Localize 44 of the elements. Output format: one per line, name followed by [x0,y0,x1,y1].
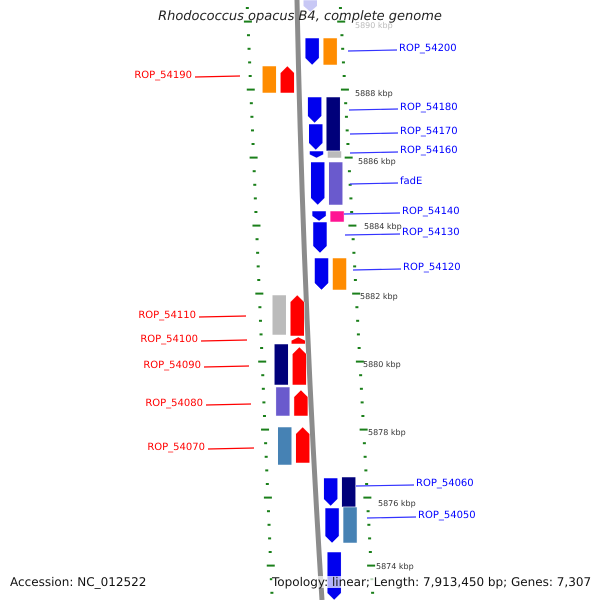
scale-tick-label: 5890 kbp [355,21,393,30]
leader-line [352,268,402,271]
gene-label: ROP_54090 [143,360,201,372]
leader-line [208,447,254,450]
scale-tick-label: 5878 kbp [368,428,406,437]
leader-line [350,132,398,135]
gene-label: ROP_54160 [400,145,458,157]
leader-line [206,403,252,406]
leader-line [348,49,398,52]
scale-tick-label: 5876 kbp [378,499,416,508]
leader-line [200,339,248,342]
leader-line [348,108,398,111]
scale-tick-label: 5884 kbp [364,222,402,231]
gene-label: ROP_54100 [140,334,198,346]
leader-line [194,75,240,78]
scale-tick-label: 5880 kbp [363,360,401,369]
leader-line [350,151,398,154]
gene-label: ROP_54060 [416,478,474,490]
gene-label: ROP_54170 [400,126,458,138]
gene-label: ROP_54080 [145,398,203,410]
gene-label: ROP_54070 [147,442,205,454]
footer-text: Topology: linear; Length: 7,913,450 bp; Genes: 7,307 [272,576,592,588]
scale-tick-label: 5874 kbp [376,562,414,571]
leader-line [350,182,398,185]
map-title: Rhodococcus opacus B4, complete genome [157,11,443,23]
gene-label: ROP_54200 [399,43,457,55]
scale-tick-label: 5886 kbp [358,157,396,166]
gene-label: ROP_54180 [400,102,458,114]
footer-text: Accession: NC_012522 [10,576,146,588]
leader-line [344,212,400,215]
scale-tick-label: 5888 kbp [355,89,393,98]
gene-label: ROP_54050 [418,510,476,522]
gene-label: ROP_54130 [402,227,460,239]
gene-label: ROP_54190 [134,70,192,82]
scale-tick-label: 5882 kbp [360,292,398,301]
gene-label: ROP_54140 [402,206,460,218]
leader-line [204,365,250,368]
gene-label: fadE [400,176,422,188]
gene-label: ROP_54120 [403,262,461,274]
leader-line [356,484,414,487]
gene-label: ROP_54110 [138,310,196,322]
leader-line [344,233,400,236]
leader-line [198,315,246,318]
leader-line [366,516,416,519]
